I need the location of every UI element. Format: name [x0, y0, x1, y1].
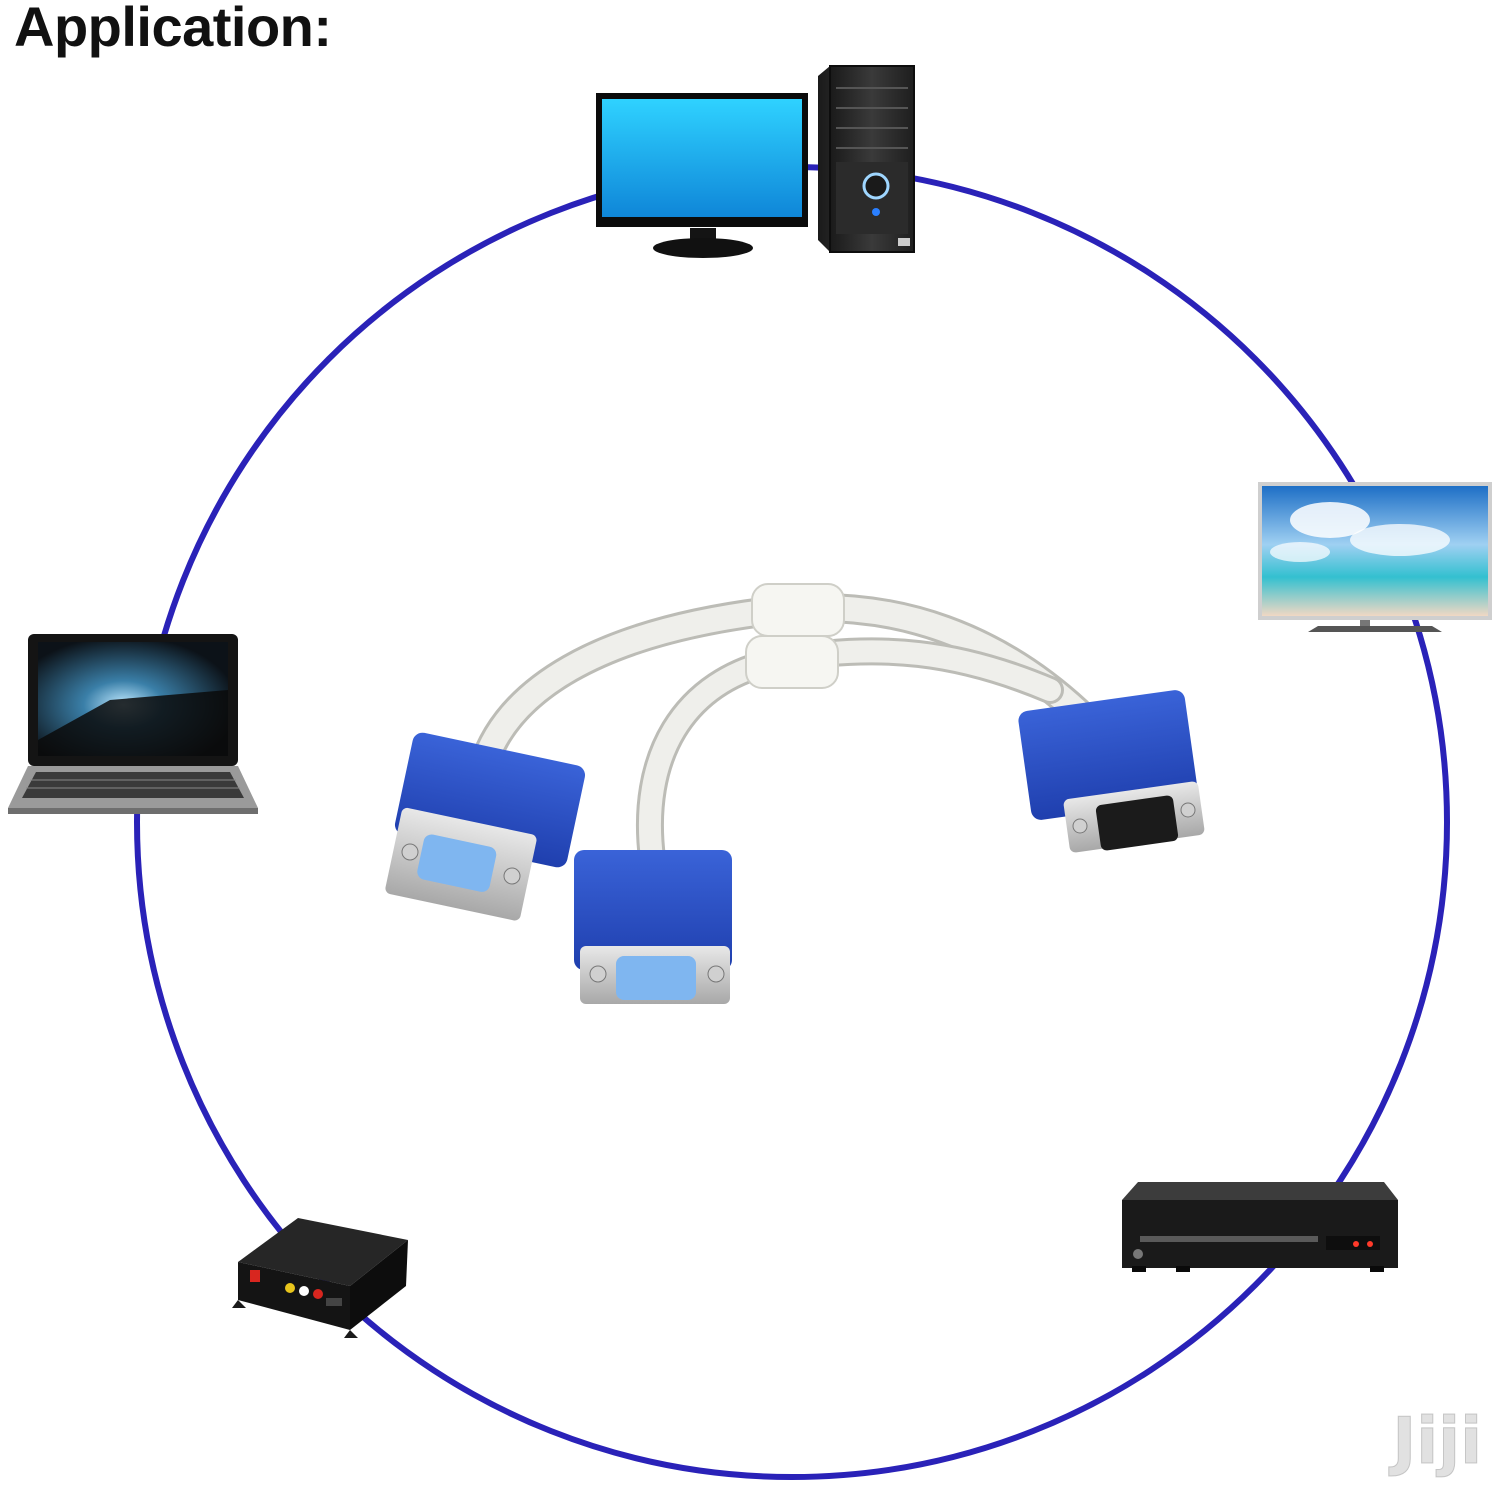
- vga-splitter-cable-icon: [385, 583, 1205, 1004]
- vga-female-connector-middle: [574, 850, 732, 1004]
- laptop-icon: [8, 634, 258, 814]
- vga-male-connector-right: [1018, 690, 1205, 853]
- vga-female-connector-left: [385, 732, 586, 921]
- dvd-player-icon: [1122, 1182, 1398, 1272]
- desktop-monitor-tower-icon: [596, 65, 915, 258]
- watermark-logo: Jiji: [1392, 1405, 1483, 1480]
- page-title: Application:: [14, 0, 332, 58]
- flat-tv-icon: [1258, 482, 1492, 632]
- av-converter-box-icon: [232, 1218, 408, 1338]
